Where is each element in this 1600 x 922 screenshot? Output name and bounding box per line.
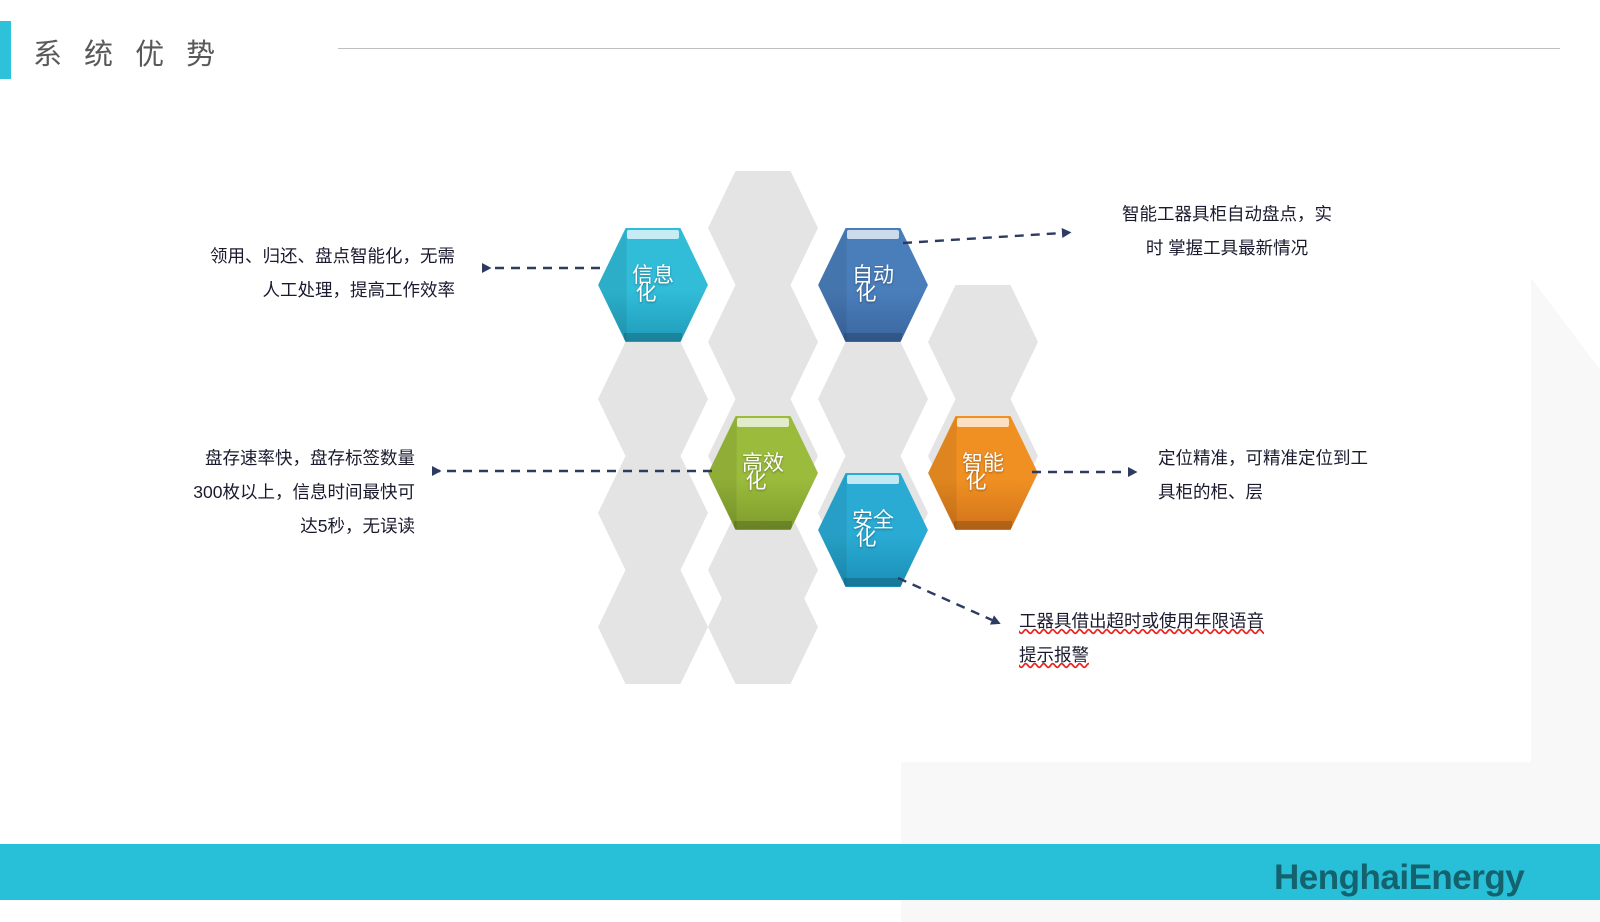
connector-arrow-layer	[432, 228, 1138, 625]
footer-bar	[0, 844, 1600, 900]
connector-safe	[897, 576, 1001, 625]
connector-auto	[902, 228, 1072, 245]
hex-bottom-bevel	[734, 521, 792, 529]
hex-top-gloss	[626, 230, 680, 239]
hex-bottom-bevel	[844, 333, 902, 341]
header-accent-bar	[0, 21, 11, 79]
brand-logo: HenghaiEnergy	[1274, 858, 1525, 897]
info-callout: 领用、归还、盘点智能化，无需 人工处理，提高工作效率	[210, 246, 455, 300]
smart-callout: 定位精准，可精准定位到工 具柜的柜、层	[1158, 448, 1368, 502]
auto-callout: 智能工器具柜自动盘点，实 时 掌握工具最新情况	[1122, 204, 1332, 258]
background-corner-shape	[1531, 278, 1600, 778]
hex-top-gloss	[846, 475, 900, 484]
header-divider-rule	[338, 48, 1560, 49]
hex-bottom-bevel	[954, 521, 1012, 529]
efficient-callout: 盘存速率快，盘存标签数量 300枚以上，信息时间最快可 达5秒，无误读	[193, 448, 415, 536]
hex-bottom-bevel	[844, 578, 902, 586]
hex-top-gloss	[956, 418, 1010, 427]
hex-top-gloss	[736, 418, 790, 427]
hex-bottom-bevel	[624, 333, 682, 341]
safe-callout: 工器具借出超时或使用年限语音 提示报警	[1019, 611, 1264, 665]
hex-top-gloss	[846, 230, 900, 239]
honeycomb-diagram: 信息化自动化高效化安全化智能化	[432, 171, 1138, 684]
page-title: 系 统 优 势	[33, 39, 223, 71]
page-header: 系 统 优 势	[0, 0, 1600, 100]
